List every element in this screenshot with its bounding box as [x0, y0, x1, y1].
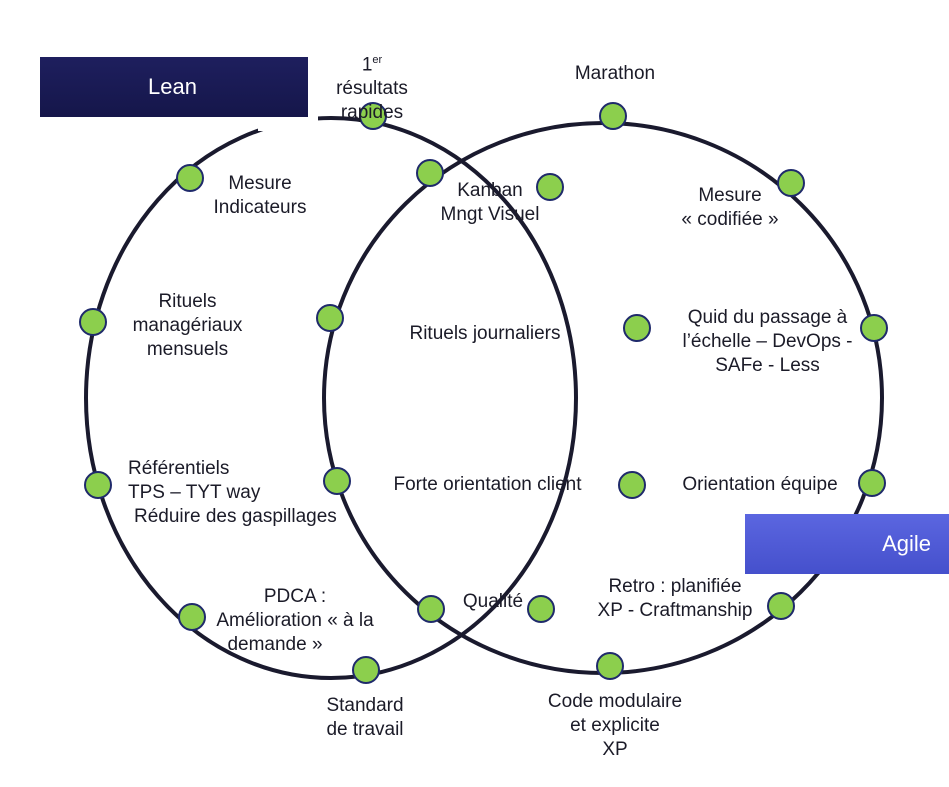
node-kanban-right [536, 173, 564, 201]
quid-line1: Quid du passage à [687, 307, 848, 328]
label-mesure: Mesure Indicateurs [190, 172, 330, 220]
node-kanban-left [416, 159, 444, 187]
retro-line2: XP - Craftmanship [597, 600, 753, 621]
standard-line1: Standard [326, 695, 404, 716]
pdca-line1: PDCA : [263, 586, 327, 607]
lean-circle [84, 116, 578, 680]
node-qualite-right [527, 595, 555, 623]
label-quid: Quid du passage à l’échelle – DevOps - S… [665, 306, 870, 378]
label-mesure-codifiee: Mesure « codifiée » [660, 184, 800, 232]
forte-orientation-text: Forte orientation client [393, 474, 582, 495]
kanban-line1: Kanban [457, 180, 523, 201]
first-results-line2: résultats [336, 78, 408, 100]
label-kanban: Kanban Mngt Visuel [430, 179, 550, 227]
referentiels-line2: TPS – TYT way [128, 482, 261, 503]
pdca-line2: Amélioration « à la [216, 610, 374, 631]
node-standard [352, 656, 380, 684]
mesure-codifiee-line2: « codifiée » [681, 209, 779, 230]
label-standard: Standard de travail [305, 694, 425, 742]
label-retro: Retro : planifiée XP - Craftmanship [580, 575, 770, 623]
label-forte-orientation: Forte orientation client [360, 473, 615, 497]
node-code [596, 652, 624, 680]
code-line1: Code modulaire [547, 691, 683, 712]
agile-title-box: Agile [745, 514, 949, 574]
label-marathon: Marathon [545, 62, 685, 86]
rituels-mensuels-line3: mensuels [146, 339, 229, 360]
label-code: Code modulaire et explicite XP [530, 690, 700, 762]
label-rituels-mensuels: Rituels managériaux mensuels [110, 290, 265, 362]
referentiels-line3: Réduire des gaspillages [134, 506, 337, 527]
rituels-mensuels-line1: Rituels [158, 291, 217, 312]
code-line3: XP [602, 739, 628, 760]
node-marathon [599, 102, 627, 130]
qualite-text: Qualité [462, 591, 524, 612]
label-pdca: PDCA : Amélioration « à la demande » [190, 585, 400, 657]
node-rituels-mensuels [79, 308, 107, 336]
retro-line1: Retro : planifiée [608, 576, 742, 597]
kanban-line2: Mngt Visuel [440, 204, 540, 225]
mesure-line1: Mesure [228, 173, 292, 194]
marathon-text: Marathon [574, 63, 656, 84]
first-results-line3: rapides [340, 102, 404, 124]
node-qualite-left [417, 595, 445, 623]
node-mesure-codifiee [777, 169, 805, 197]
label-first-results: 1er résultats rapides [316, 48, 428, 125]
label-orientation-equipe: Orientation équipe [660, 473, 860, 497]
referentiels-line1: Référentiels [128, 458, 230, 479]
rituels-mensuels-line2: managériaux [132, 315, 243, 336]
first-results-num: 1 [361, 54, 373, 76]
label-referentiels: Référentiels TPS – TYT way Réduire des g… [128, 457, 368, 529]
node-pdca [178, 603, 206, 631]
node-forte-left [323, 467, 351, 495]
agile-title: Agile [882, 531, 931, 556]
node-rituels-journaliers-right [623, 314, 651, 342]
mesure-codifiee-line1: Mesure [698, 185, 762, 206]
standard-line2: de travail [326, 719, 404, 740]
first-results-sup: er [372, 54, 383, 66]
label-rituels-journaliers: Rituels journaliers [380, 322, 590, 346]
pdca-line3: demande » [227, 634, 323, 655]
lean-title: Lean [148, 74, 197, 99]
label-qualite: Qualité [448, 590, 538, 614]
node-forte-right [618, 471, 646, 499]
mesure-line2: Indicateurs [213, 197, 307, 218]
code-line2: et explicite [570, 715, 660, 736]
node-first-results [359, 102, 387, 130]
node-orientation-equipe [858, 469, 886, 497]
quid-line3: SAFe - Less [715, 355, 820, 376]
orientation-equipe-text: Orientation équipe [682, 474, 838, 495]
lean-title-box: Lean [40, 57, 308, 117]
node-retro [767, 592, 795, 620]
node-referentiels [84, 471, 112, 499]
rituels-journaliers-text: Rituels journaliers [409, 323, 561, 344]
node-mesure [176, 164, 204, 192]
node-rituels-journaliers-left [316, 304, 344, 332]
node-quid [860, 314, 888, 342]
quid-line2: l’échelle – DevOps - [682, 331, 853, 352]
